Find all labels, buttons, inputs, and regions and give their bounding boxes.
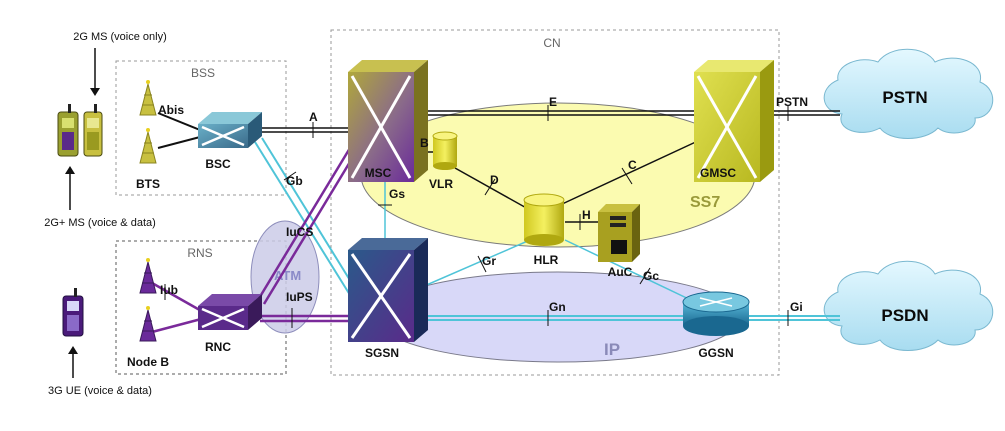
gb-link-1 xyxy=(254,141,351,296)
gc-tick xyxy=(639,267,651,285)
gn-interface-label: Gn xyxy=(549,300,566,314)
gi-interface-label: Gi xyxy=(790,300,803,314)
c-interface-label: C xyxy=(628,158,637,172)
d-link xyxy=(454,167,531,211)
auc-label: AuC xyxy=(608,265,633,279)
ip-label: IP xyxy=(604,340,620,359)
cn-box xyxy=(330,29,780,376)
ms2gplus-arrowhead xyxy=(65,166,75,174)
ue3g-arrowhead xyxy=(68,346,78,354)
pstn-cloud: PSTN xyxy=(823,48,994,139)
gmsc-label: GMSC xyxy=(700,166,736,180)
msc-switch-icon xyxy=(348,60,428,182)
bsc-switch-icon xyxy=(198,112,262,148)
iucs-interface-label: IuCS xyxy=(286,225,313,239)
d-interface-label: D xyxy=(490,173,499,187)
atm-ellipse xyxy=(250,220,320,334)
cn-label: CN xyxy=(543,36,560,50)
iucs-link-2 xyxy=(262,151,358,305)
hlr-database-icon xyxy=(523,193,565,246)
gr-tick xyxy=(477,255,487,273)
auc-server-icon xyxy=(598,204,640,262)
mobile-phones-2g-icon xyxy=(57,104,103,157)
abis-interface-label: Abis xyxy=(158,103,184,117)
iub-interface-label: Iub xyxy=(160,283,178,297)
rnc-label: RNC xyxy=(205,340,231,354)
ms2g-arrowhead xyxy=(90,88,100,96)
d-tick xyxy=(484,178,496,196)
atm-label: ATM xyxy=(274,268,301,283)
bss-label: BSS xyxy=(191,66,215,80)
ue3g-label: 3G UE (voice & data) xyxy=(48,385,152,397)
c-link xyxy=(559,139,701,206)
iucs-link-1 xyxy=(256,147,352,301)
psdn-cloud: PSDN xyxy=(823,260,994,351)
b-interface-label: B xyxy=(420,136,429,150)
ss7-label: SS7 xyxy=(690,194,720,211)
e-interface-label: E xyxy=(549,95,557,109)
a-interface-label: A xyxy=(309,110,318,124)
rnc-switch-icon xyxy=(198,294,262,330)
iub-link-2 xyxy=(151,316,206,334)
gr-interface-label: Gr xyxy=(482,254,496,268)
gmsc-switch-icon xyxy=(694,60,774,182)
gb-tick xyxy=(283,171,297,181)
h-interface-label: H xyxy=(582,208,591,222)
sgsn-switch-icon xyxy=(348,238,428,342)
gc-link xyxy=(564,239,696,303)
ggsn-router-icon xyxy=(682,291,750,336)
abis-link-1 xyxy=(157,112,201,131)
bts-label: BTS xyxy=(136,177,160,191)
psdn-label: PSDN xyxy=(881,306,928,325)
bts-tower-icon xyxy=(139,80,157,164)
iups-interface-label: IuPS xyxy=(286,290,313,304)
gb-interface-label: Gb xyxy=(286,174,303,188)
hlr-label: HLR xyxy=(534,253,559,267)
gs-interface-label: Gs xyxy=(389,187,405,201)
vlr-database-icon xyxy=(432,131,458,170)
ms2gplus-label: 2G+ MS (voice & data) xyxy=(44,217,156,229)
nodeb-tower-icon xyxy=(139,258,157,342)
msc-label: MSC xyxy=(365,166,392,180)
bsc-label: BSC xyxy=(205,157,231,171)
pstn-label: PSTN xyxy=(882,88,927,107)
pstn-interface-label: PSTN xyxy=(776,95,808,109)
nodeb-label: Node B xyxy=(127,355,169,369)
mobile-phone-3g-icon xyxy=(62,288,84,337)
abis-link-2 xyxy=(157,136,201,149)
gc-interface-label: Gc xyxy=(643,269,659,283)
ms2g-label: 2G MS (voice only) xyxy=(73,31,167,43)
vlr-label: VLR xyxy=(429,177,453,191)
iub-link-1 xyxy=(151,281,206,315)
ggsn-label: GGSN xyxy=(698,346,733,360)
rns-label: RNS xyxy=(187,246,212,260)
gr-link xyxy=(414,239,531,291)
c-tick xyxy=(621,167,633,185)
sgsn-label: SGSN xyxy=(365,346,399,360)
